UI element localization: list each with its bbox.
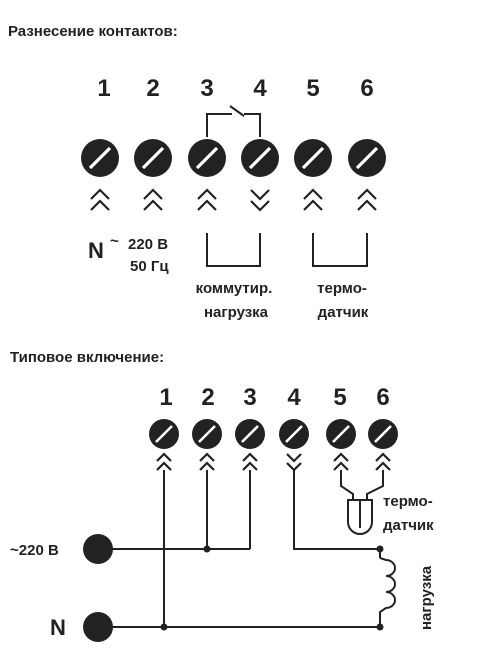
junction-dot — [376, 545, 384, 553]
terminal-screw-4 — [239, 137, 281, 179]
terminal-screw-1 — [147, 417, 181, 451]
supply-tilde: ~ — [110, 233, 119, 250]
junction-dot — [376, 623, 384, 631]
supply-label: ~220 В — [10, 542, 59, 559]
section2-terminal-numbers: 1 2 3 4 5 6 — [159, 384, 389, 411]
terminal-number-4: 4 — [253, 75, 267, 102]
arrow-up-icon — [303, 188, 323, 211]
arrow-up-icon — [333, 452, 349, 471]
section1-terminal-numbers: 1 2 3 4 5 6 — [97, 75, 373, 102]
terminal-number-2: 2 — [201, 384, 214, 411]
arrow-up-icon — [242, 452, 258, 471]
terminal-number-5: 5 — [306, 75, 319, 102]
sensor-wire-left — [340, 470, 354, 500]
terminal-screw-6 — [346, 137, 388, 179]
arrow-down-icon — [286, 453, 302, 472]
section1-title: Разнесение контактов: — [8, 23, 178, 40]
arrow-down-icon — [250, 189, 270, 212]
sensor-label-line2: датчик — [383, 517, 434, 534]
terminal-number-6: 6 — [360, 75, 373, 102]
terminal-screw-1 — [79, 137, 121, 179]
terminal-number-2: 2 — [146, 75, 159, 102]
junction-dot — [160, 623, 168, 631]
terminal-number-4: 4 — [287, 384, 301, 411]
arrow-up-icon — [199, 452, 215, 471]
arrow-up-icon — [156, 452, 172, 471]
arrow-up-icon — [143, 188, 163, 211]
terminal-screw-4 — [277, 417, 311, 451]
supply-terminal-icon — [83, 534, 113, 564]
neutral-label: N — [50, 615, 66, 640]
thermo-sensor-icon — [347, 499, 373, 535]
terminal-number-6: 6 — [376, 384, 389, 411]
sensor-label-line1: термо- — [317, 280, 367, 297]
terminal-screw-3 — [233, 417, 267, 451]
terminal-screw-5 — [324, 417, 358, 451]
arrow-up-icon — [90, 188, 110, 211]
sensor-label-line2: датчик — [318, 304, 369, 321]
section1-terminals — [79, 137, 388, 179]
terminal-screw-2 — [190, 417, 224, 451]
thermo-sensor — [340, 470, 384, 535]
terminal-screw-2 — [132, 137, 174, 179]
load-label: нагрузка — [418, 565, 435, 630]
arrow-up-icon — [357, 188, 377, 211]
wire-terminal4-load — [293, 470, 380, 550]
arrow-up-icon — [375, 452, 391, 471]
load-label-line1: коммутир. — [196, 280, 273, 297]
supply-frequency: 50 Гц — [130, 258, 169, 275]
terminal-screw-5 — [292, 137, 334, 179]
section1-arrows — [90, 188, 377, 212]
terminal-number-1: 1 — [97, 75, 110, 102]
load-label-line2: нагрузка — [204, 304, 269, 321]
load-bracket — [206, 233, 261, 267]
terminal-number-3: 3 — [243, 384, 256, 411]
terminal-screw-3 — [186, 137, 228, 179]
neutral-label: N — [88, 238, 104, 263]
terminal-number-3: 3 — [200, 75, 213, 102]
terminal-number-1: 1 — [159, 384, 172, 411]
relay-contact-symbol — [206, 105, 261, 137]
terminal-number-5: 5 — [333, 384, 346, 411]
sensor-wire-right — [366, 470, 384, 500]
section2-title: Типовое включение: — [10, 349, 164, 366]
arrow-up-icon — [197, 188, 217, 211]
terminal-screw-6 — [366, 417, 400, 451]
sensor-label-line1: термо- — [383, 493, 433, 510]
load-coil-icon — [379, 557, 396, 616]
junction-dot — [203, 545, 211, 553]
section2-arrows — [156, 452, 391, 472]
supply-voltage: 220 В — [128, 236, 168, 253]
wiring — [100, 470, 396, 631]
neutral-terminal-icon — [83, 612, 113, 642]
sensor-bracket — [312, 233, 368, 267]
section2-terminals — [147, 417, 400, 451]
